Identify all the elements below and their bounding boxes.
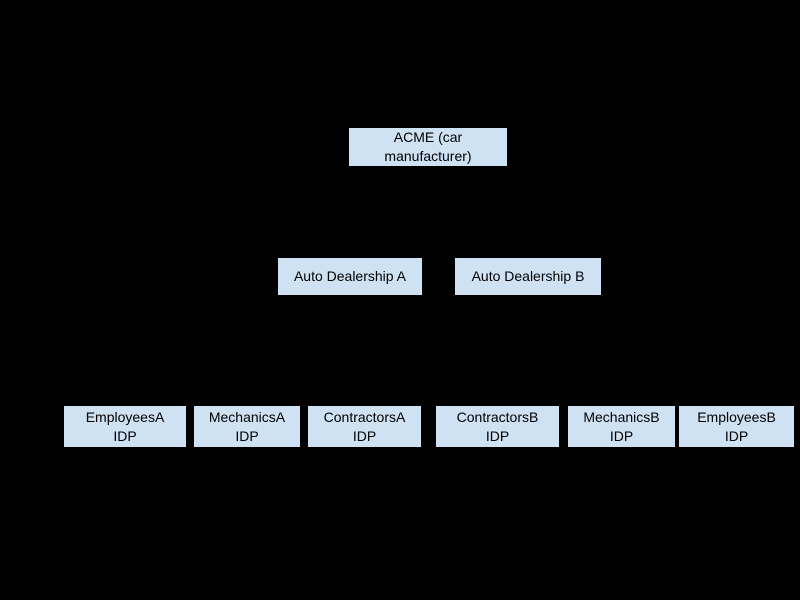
node-employees-b-idp: EmployeesB IDP: [678, 405, 795, 448]
node-acme-car-manufacturer: ACME (car manufacturer): [348, 127, 508, 167]
node-mechanics-a-idp: MechanicsA IDP: [193, 405, 301, 448]
node-mechanics-b-idp: MechanicsB IDP: [567, 405, 676, 448]
node-auto-dealership-a: Auto Dealership A: [277, 257, 423, 296]
node-contractors-a-idp: ContractorsA IDP: [307, 405, 422, 448]
node-employees-a-idp: EmployeesA IDP: [63, 405, 187, 448]
node-auto-dealership-b: Auto Dealership B: [454, 257, 602, 296]
node-contractors-b-idp: ContractorsB IDP: [435, 405, 560, 448]
